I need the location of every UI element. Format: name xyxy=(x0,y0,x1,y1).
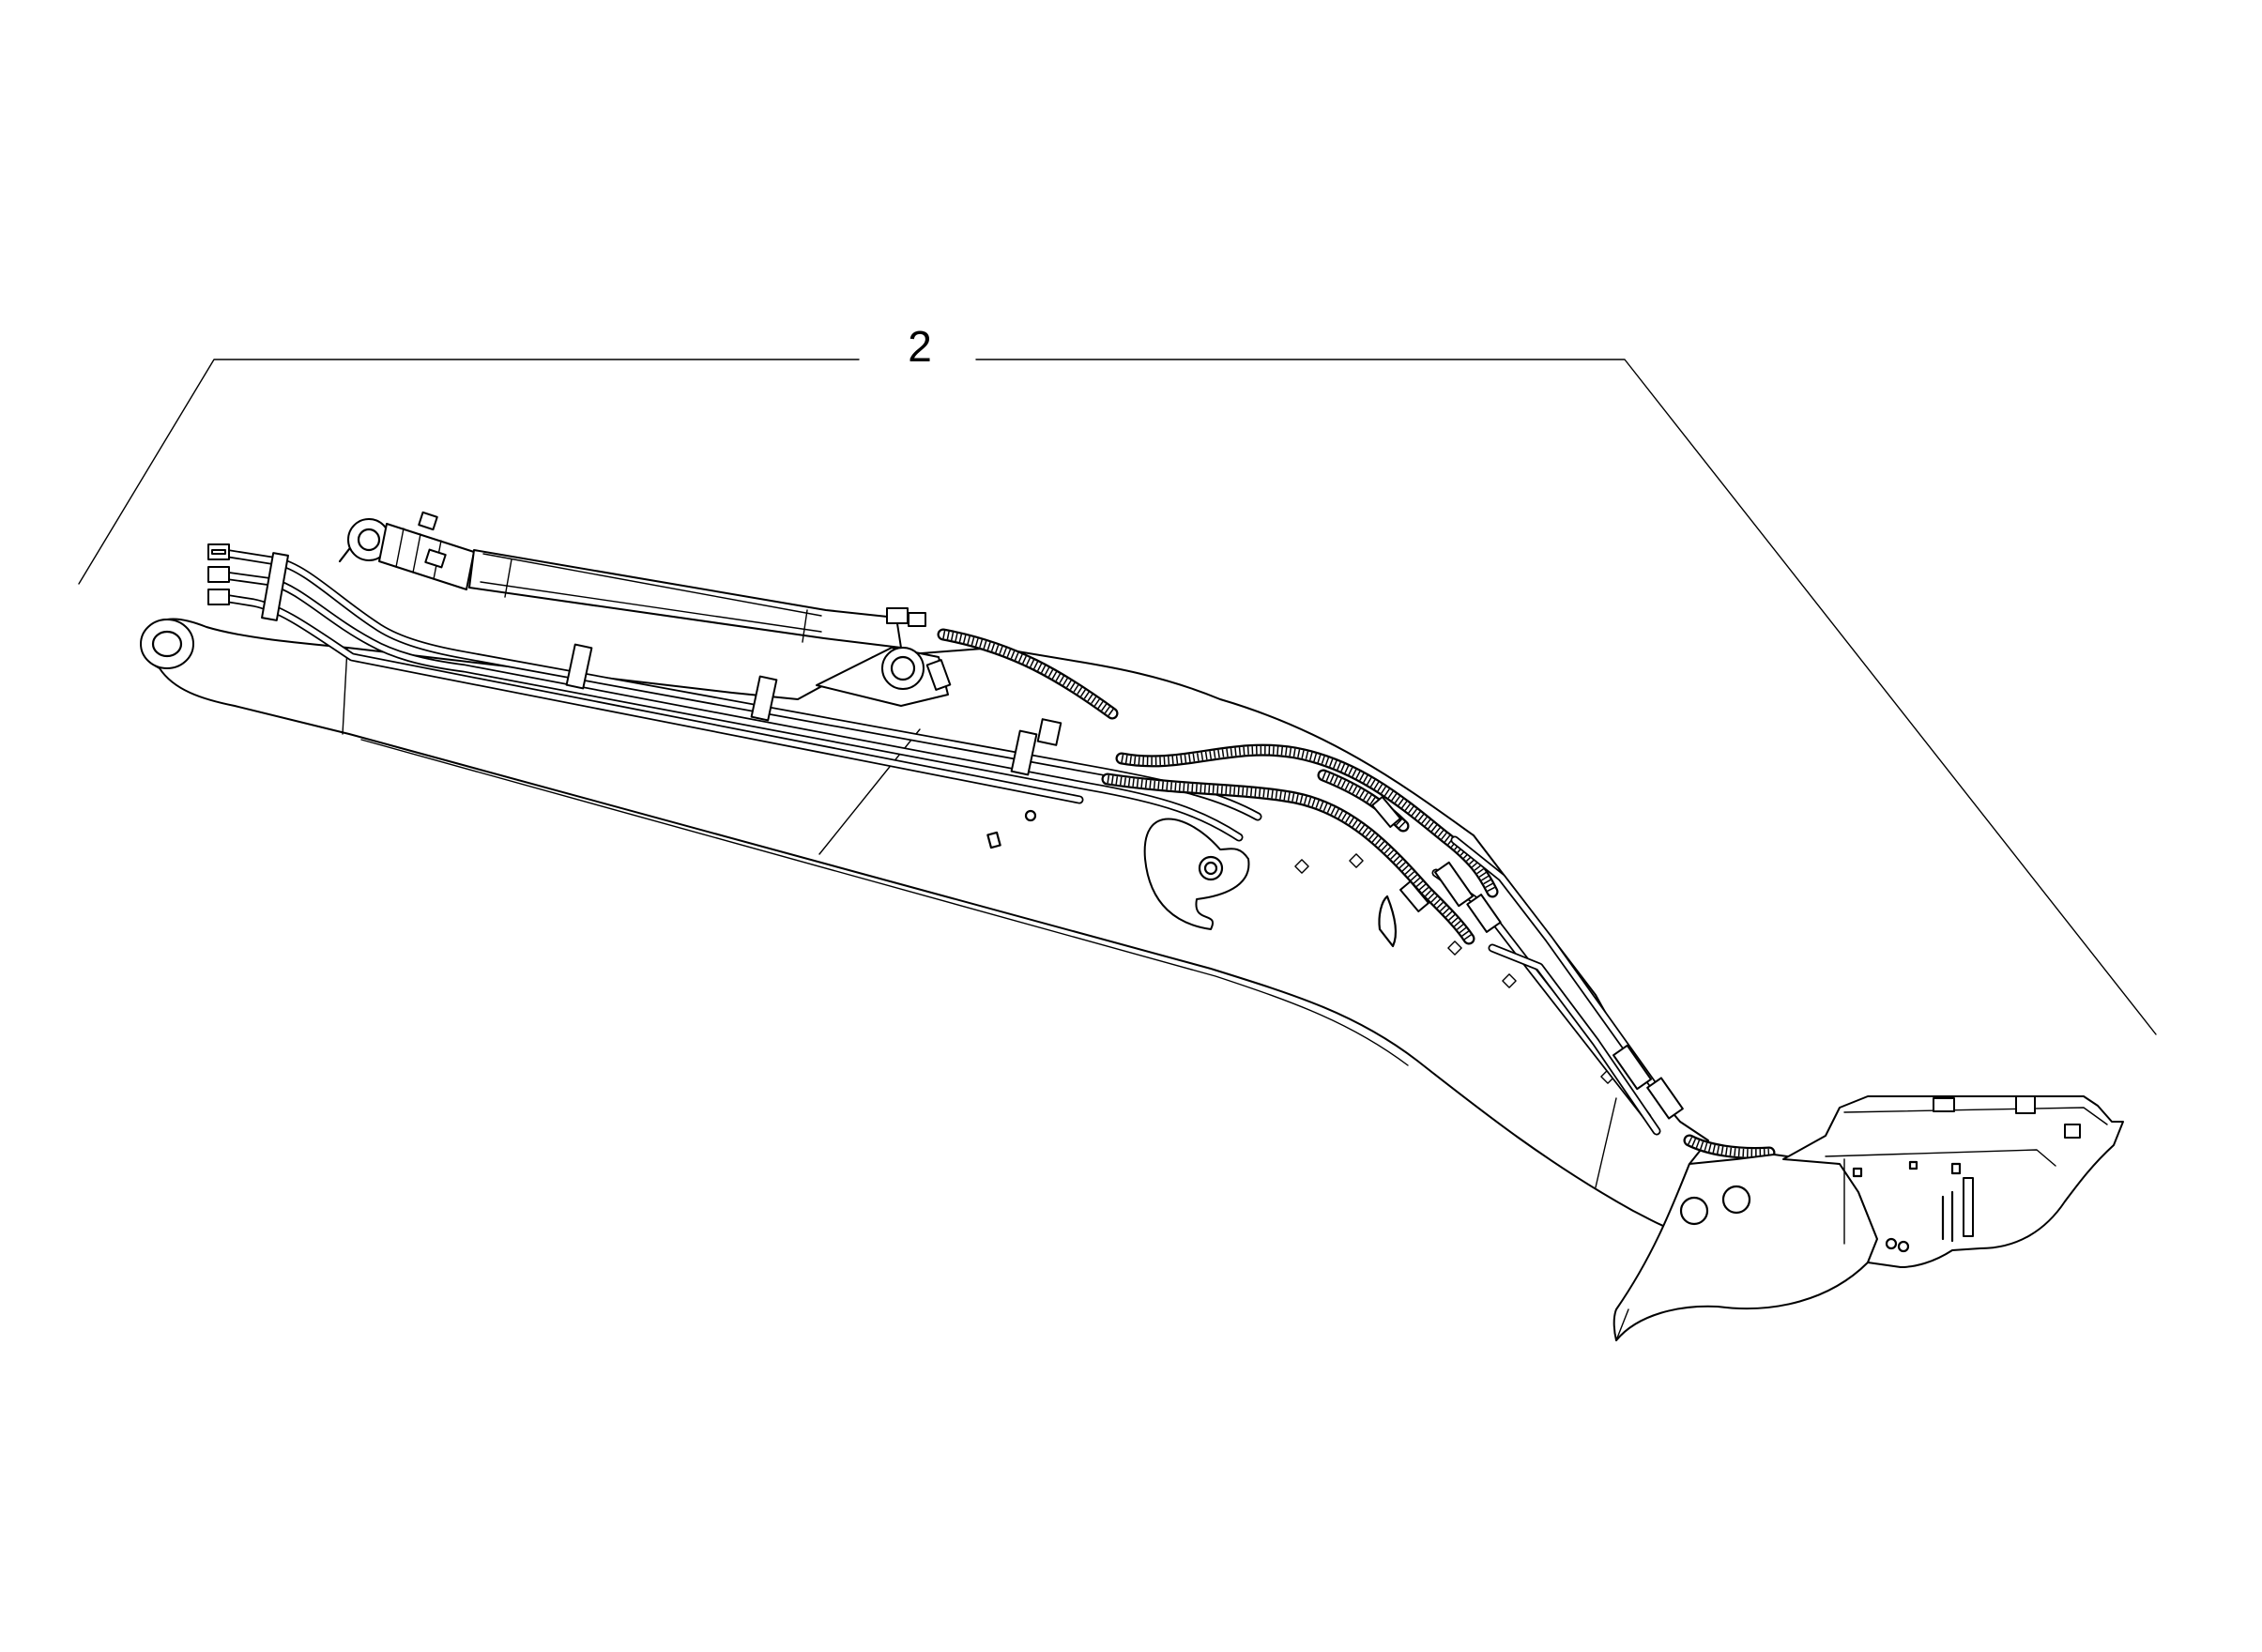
callout-number-label: 2 xyxy=(892,325,948,368)
flexible-hoses xyxy=(937,628,1776,1159)
boom-cylinder xyxy=(338,511,926,649)
boom-foot xyxy=(1612,1095,2124,1341)
callout-bracket xyxy=(78,359,2157,1035)
neck-pipes xyxy=(1370,796,1684,1136)
boom-body xyxy=(140,618,1709,1231)
